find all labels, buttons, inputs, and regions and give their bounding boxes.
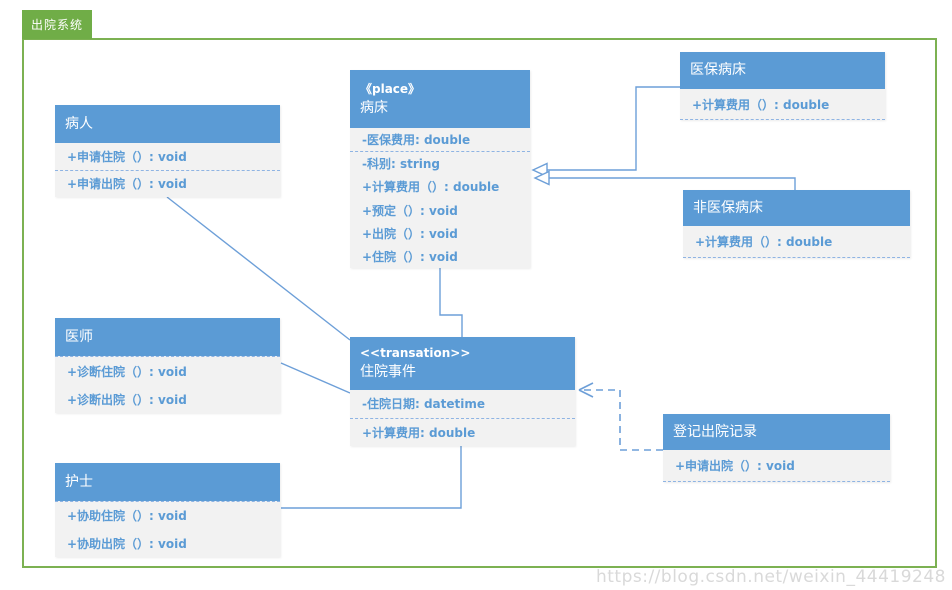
- class-title: 病床: [360, 99, 388, 116]
- class-nurse-header: 护士: [55, 463, 280, 501]
- member-row: +协助住院（）: void: [67, 509, 187, 524]
- member-row: +计算费用（）: double: [680, 89, 885, 120]
- class-bed-header: 《place》 病床: [350, 70, 530, 128]
- class-doctor-body: +诊断住院（）: void +诊断出院（）: void: [55, 356, 280, 413]
- generalization-arrowhead-icon: [531, 162, 548, 178]
- member-row: +诊断住院（）: void: [67, 364, 187, 379]
- class-nurse-body: +协助住院（）: void +协助出院（）: void: [55, 501, 280, 557]
- generalization-arrowhead-icon: [533, 170, 550, 186]
- class-title: 非医保病床: [693, 199, 763, 216]
- class-insured-bed-header: 医保病床: [680, 52, 885, 89]
- class-title: 登记出院记录: [673, 423, 757, 440]
- class-stereotype: <<transation>>: [360, 346, 471, 360]
- association-doctor-event[interactable]: [280, 362, 351, 394]
- generalization-uninsured-bed[interactable]: [549, 177, 796, 190]
- class-insured-bed[interactable]: 医保病床 +计算费用（）: double: [680, 52, 885, 120]
- class-stereotype: 《place》: [360, 81, 421, 96]
- member-row: -住院日期: datetime: [350, 390, 575, 419]
- class-title: 医师: [65, 328, 93, 345]
- member-row: +申请出院（）: void: [67, 177, 187, 192]
- association-nurse-event[interactable]: [281, 445, 462, 509]
- class-event-body: -住院日期: datetime +计算费用: double: [350, 390, 575, 446]
- class-discharge-record[interactable]: 登记出院记录 +申请出院（）: void: [663, 414, 890, 482]
- class-hospitalization-event[interactable]: <<transation>> 住院事件 -住院日期: datetime +计算费…: [350, 337, 575, 446]
- class-uninsured-bed-header: 非医保病床: [683, 190, 910, 226]
- member-row: +协助出院（）: void: [67, 536, 187, 551]
- class-uninsured-bed[interactable]: 非医保病床 +计算费用（）: double: [683, 190, 910, 258]
- system-boundary-label: 出院系统: [22, 10, 92, 39]
- member-row: +计算费用: double: [362, 425, 476, 440]
- class-uninsured-bed-body: +计算费用（）: double: [683, 226, 910, 258]
- class-patient-body: +申请住院（）: void +申请出院（）: void: [55, 143, 280, 197]
- class-patient-header: 病人: [55, 105, 280, 143]
- class-record-header: 登记出院记录: [663, 414, 890, 450]
- member-row: +申请住院（）: void: [55, 143, 280, 171]
- association-bed-event[interactable]: [439, 268, 463, 337]
- watermark-text: https://blog.csdn.net/weixin_44419248: [595, 567, 946, 587]
- association-patient-event[interactable]: [166, 196, 351, 341]
- dependency-record-event[interactable]: [580, 389, 663, 451]
- member-row: +计算费用（）: double: [362, 180, 500, 195]
- member-row: +申请出院（）: void: [663, 450, 890, 482]
- member-row: +住院（）: void: [362, 249, 458, 264]
- member-row: -科别: string: [362, 157, 441, 172]
- class-doctor[interactable]: 医师 +诊断住院（）: void +诊断出院（）: void: [55, 318, 280, 413]
- member-row: +诊断出院（）: void: [67, 392, 187, 407]
- class-title: 护士: [65, 473, 93, 490]
- class-bed[interactable]: 《place》 病床 -医保费用: double -科别: string +计算…: [350, 70, 530, 268]
- class-insured-bed-body: +计算费用（）: double: [680, 89, 885, 120]
- class-patient[interactable]: 病人 +申请住院（）: void +申请出院（）: void: [55, 105, 280, 197]
- member-row: +计算费用（）: double: [683, 226, 910, 258]
- generalization-insured-bed[interactable]: [547, 86, 680, 171]
- member-row: -医保费用: double: [350, 128, 530, 153]
- class-event-header: <<transation>> 住院事件: [350, 337, 575, 390]
- member-row: +预定（）: void: [362, 203, 458, 218]
- class-bed-body: -医保费用: double -科别: string +计算费用（）: doubl…: [350, 128, 530, 268]
- dependency-arrowhead-icon: [578, 382, 594, 398]
- system-boundary-frame: [22, 38, 937, 568]
- class-record-body: +申请出院（）: void: [663, 450, 890, 482]
- member-row: +出院（）: void: [362, 226, 458, 241]
- class-title: 住院事件: [360, 364, 416, 380]
- class-nurse[interactable]: 护士 +协助住院（）: void +协助出院（）: void: [55, 463, 280, 557]
- class-title: 病人: [65, 115, 93, 132]
- class-doctor-header: 医师: [55, 318, 280, 356]
- class-title: 医保病床: [690, 62, 746, 78]
